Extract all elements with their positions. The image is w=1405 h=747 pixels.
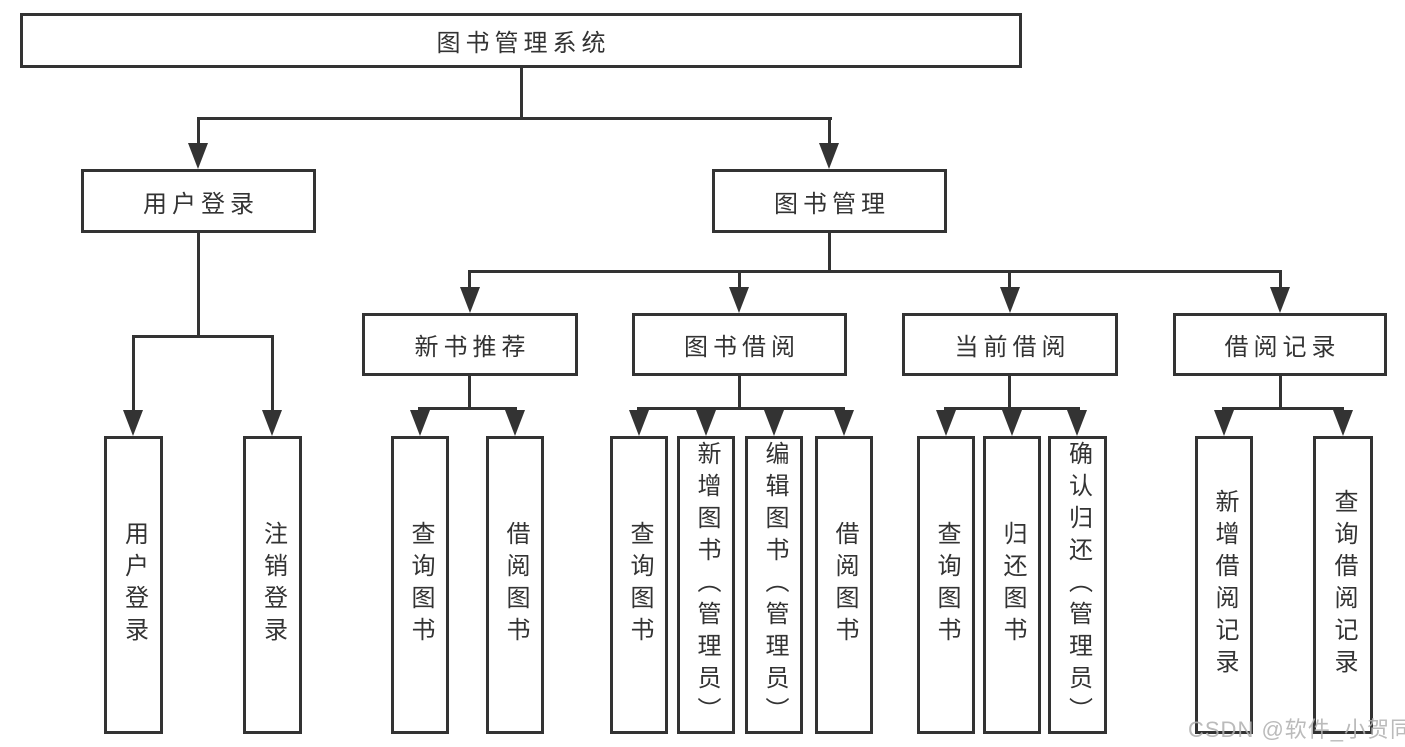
leaf-return-book: 归还图书: [983, 436, 1041, 734]
connector-line: [468, 270, 1282, 273]
arrowhead-down-icon: [729, 287, 749, 313]
leaf-query-books-borrowing: 查询图书: [610, 436, 668, 734]
node-book-management: 图书管理: [712, 169, 947, 233]
arrowhead-down-icon: [410, 410, 430, 436]
arrowhead-down-icon: [1333, 410, 1353, 436]
node-book-borrowing: 图书借阅: [632, 313, 847, 376]
csdn-watermark: CSDN @软件_小贺同学: [1188, 717, 1405, 742]
connector-line: [418, 407, 517, 410]
connector-line: [197, 117, 832, 120]
node-new-book-recommendation: 新书推荐: [362, 313, 578, 376]
arrowhead-down-icon: [834, 410, 854, 436]
arrowhead-down-icon: [764, 410, 784, 436]
leaf-borrow-books-recommend: 借阅图书: [486, 436, 544, 734]
connector-line: [1008, 376, 1011, 409]
leaf-query-books-recommend: 查询图书: [391, 436, 449, 734]
arrowhead-down-icon: [1270, 287, 1290, 313]
connector-line: [1279, 270, 1282, 289]
leaf-user-login: 用户登录: [104, 436, 163, 734]
arrowhead-down-icon: [1067, 410, 1087, 436]
leaf-edit-book-admin: 编辑图书（管理员）: [745, 436, 803, 734]
arrowhead-down-icon: [505, 410, 525, 436]
arrowhead-down-icon: [188, 143, 208, 169]
node-library-management-system: 图书管理系统: [20, 13, 1022, 68]
node-borrowing-records: 借阅记录: [1173, 313, 1387, 376]
connector-line: [828, 233, 831, 272]
connector-line: [738, 270, 741, 289]
node-user-login: 用户登录: [81, 169, 316, 233]
connector-line: [197, 117, 200, 145]
connector-line: [637, 407, 845, 410]
leaf-query-books-current: 查询图书: [917, 436, 975, 734]
arrowhead-down-icon: [1002, 410, 1022, 436]
connector-line: [468, 376, 471, 409]
node-current-borrowing: 当前借阅: [902, 313, 1118, 376]
arrowhead-down-icon: [819, 143, 839, 169]
connector-line: [132, 335, 135, 412]
connector-line: [271, 335, 274, 412]
arrowhead-down-icon: [1214, 410, 1234, 436]
connector-line: [828, 117, 831, 145]
leaf-add-book-admin: 新增图书（管理员）: [677, 436, 735, 734]
connector-line: [468, 270, 471, 289]
leaf-query-borrow-record: 查询借阅记录: [1313, 436, 1373, 734]
arrowhead-down-icon: [460, 287, 480, 313]
connector-line: [1222, 407, 1344, 410]
arrowhead-down-icon: [629, 410, 649, 436]
connector-line: [1008, 270, 1011, 289]
arrowhead-down-icon: [936, 410, 956, 436]
connector-line: [738, 376, 741, 409]
connector-line: [520, 68, 523, 119]
leaf-confirm-return-admin: 确认归还（管理员）: [1048, 436, 1107, 734]
arrowhead-down-icon: [262, 410, 282, 436]
leaf-add-borrow-record: 新增借阅记录: [1195, 436, 1253, 734]
leaf-borrow-books: 借阅图书: [815, 436, 873, 734]
connector-line: [1279, 376, 1282, 409]
connector-line: [132, 335, 274, 338]
connector-line: [197, 233, 200, 337]
arrowhead-down-icon: [123, 410, 143, 436]
arrowhead-down-icon: [1000, 287, 1020, 313]
arrowhead-down-icon: [696, 410, 716, 436]
leaf-logout: 注销登录: [243, 436, 302, 734]
